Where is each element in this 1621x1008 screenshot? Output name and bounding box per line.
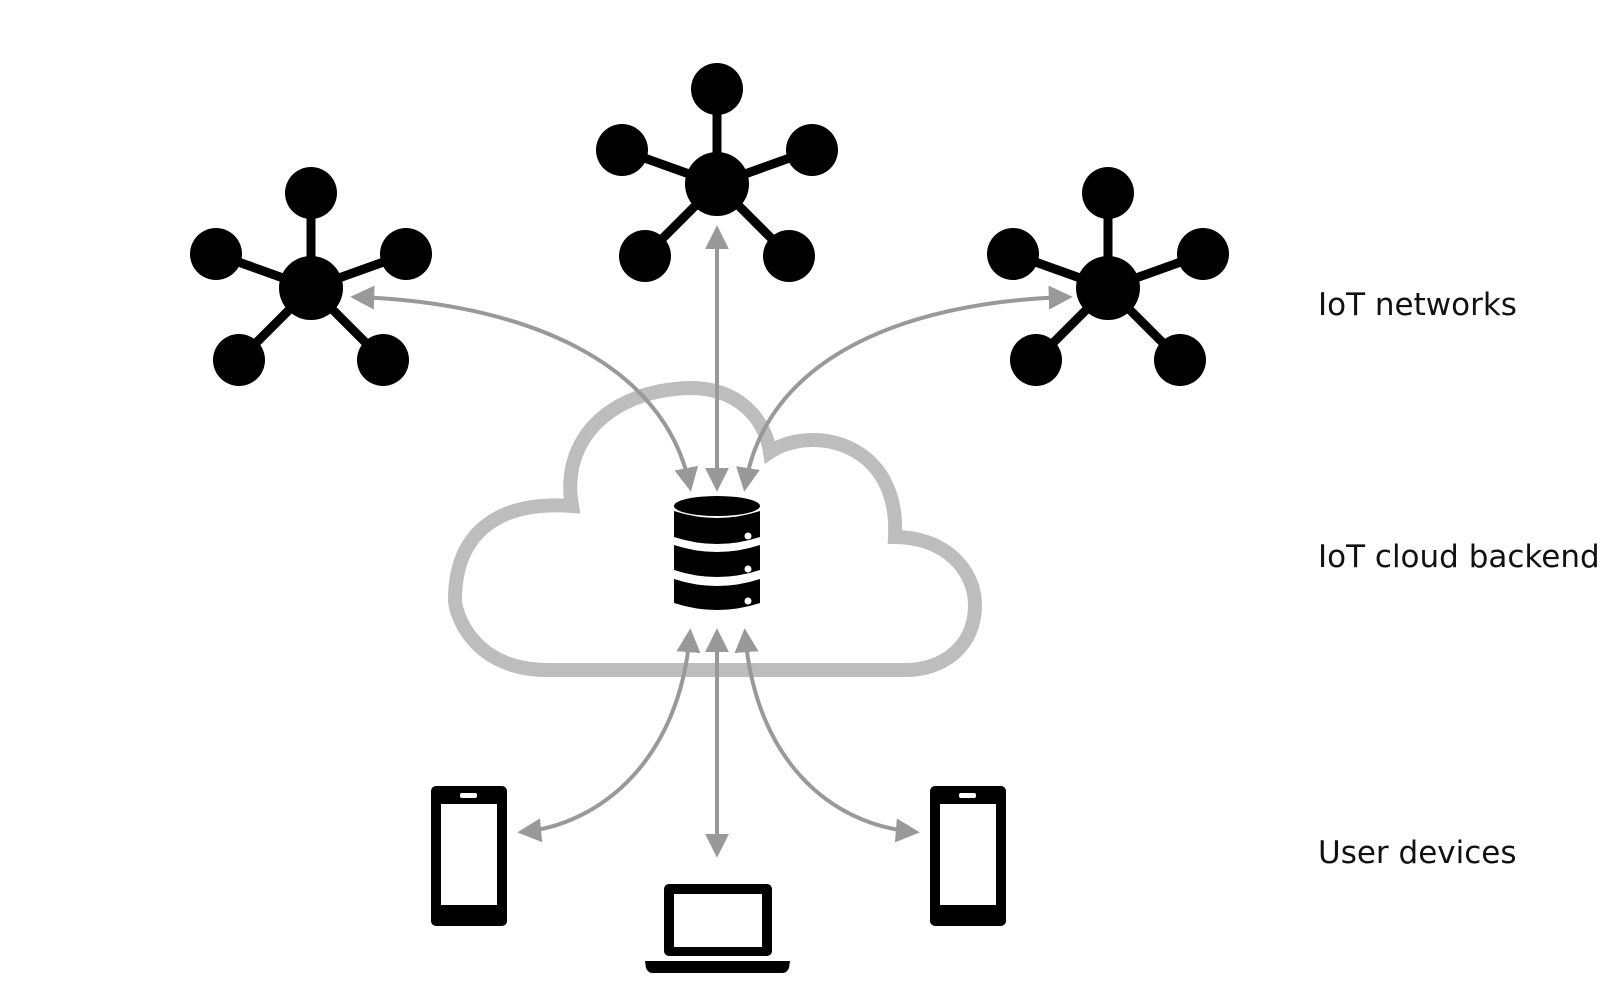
iot-network-right-icon [987, 167, 1229, 386]
arrow-backend-phone-right [734, 628, 920, 843]
laptop-icon [645, 884, 790, 973]
database-icon [674, 496, 760, 610]
iot-network-left-icon [190, 167, 432, 386]
iot-networks-label: IoT networks [1318, 287, 1517, 323]
arrow-backend-network-right [736, 285, 1073, 492]
smartphone-left-icon [431, 786, 507, 926]
iot-cloud-backend-label: IoT cloud backend [1318, 539, 1600, 575]
arrow-backend-network-left [350, 285, 699, 492]
user-devices-label: User devices [1318, 835, 1517, 871]
arrow-backend-phone-left [517, 628, 701, 843]
smartphone-right-icon [930, 786, 1006, 926]
